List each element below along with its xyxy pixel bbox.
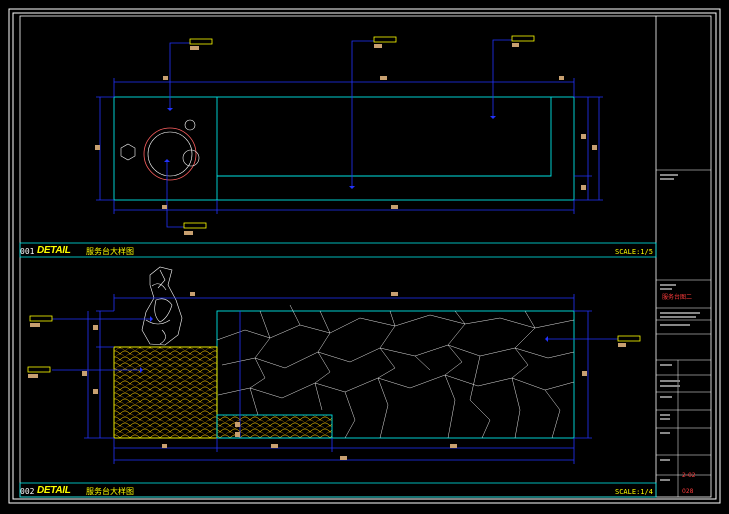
counter-plan-outline [113, 96, 575, 201]
detail-keyword-001: DETAIL [37, 245, 71, 256]
detail-title-002: 服务台大样图 [86, 487, 134, 496]
drawing-code-b: 028 [682, 488, 694, 495]
detail-scale-001: SCALE:1/5 [615, 248, 653, 256]
title-block [656, 169, 711, 497]
detail-bands [19, 242, 657, 498]
elevation-view [27, 266, 641, 464]
detail-scale-002: SCALE:1/4 [615, 488, 653, 496]
dimension-tags-plan [95, 43, 597, 235]
sink-basin [143, 127, 197, 181]
plan-view [95, 35, 603, 235]
detail-title-001: 服务台大样图 [86, 247, 134, 256]
material-tags-plan [183, 35, 535, 229]
detail-number-002: 002 [20, 487, 35, 496]
detail-keyword-002: DETAIL [37, 485, 71, 496]
drawing-code-a: 2-02 [682, 472, 696, 479]
detail-number-001: 001 [20, 247, 35, 256]
low-counter-scale [216, 414, 333, 439]
dimension-tags-elevation [28, 292, 626, 460]
drawing-name: 服务台图二 [662, 294, 693, 301]
material-tags-elevation [27, 315, 641, 373]
marble-veins [216, 304, 575, 439]
plan-dimensions [96, 39, 603, 228]
fish-sculpture [141, 266, 183, 346]
title-block-notes [660, 174, 700, 481]
fish-scale-base [113, 346, 218, 439]
